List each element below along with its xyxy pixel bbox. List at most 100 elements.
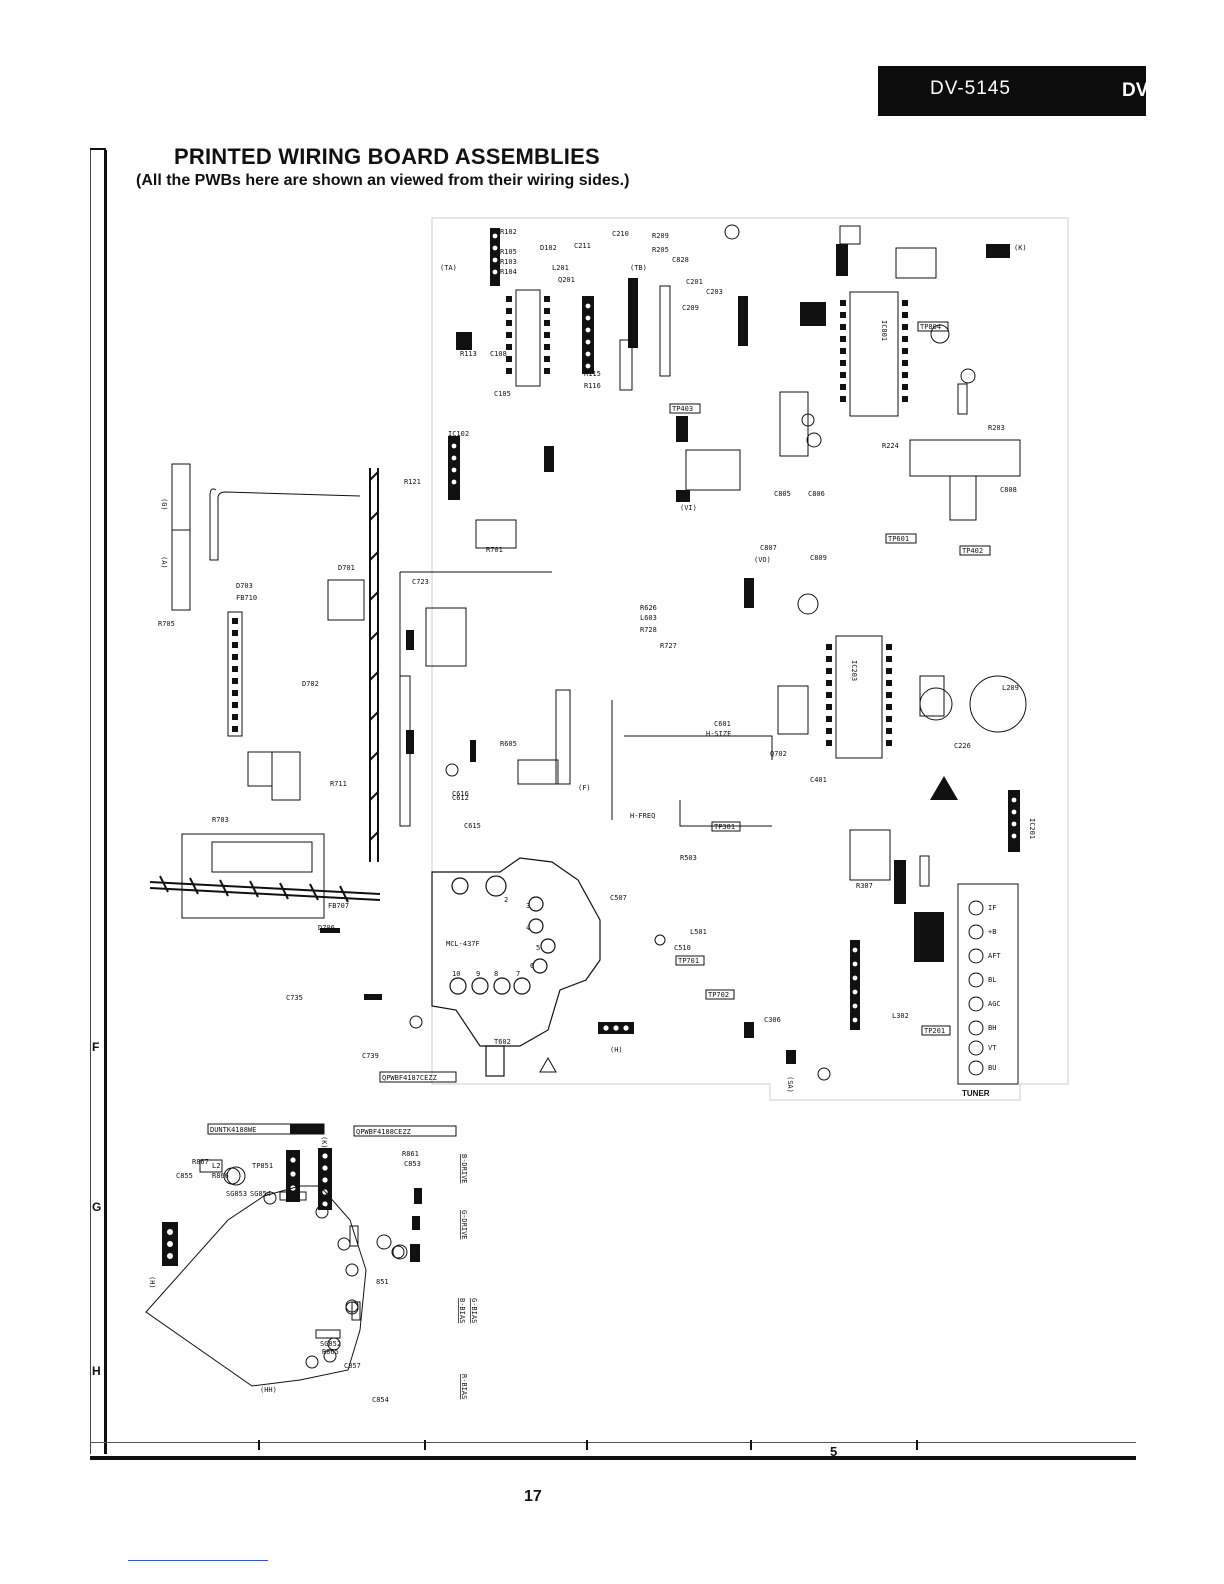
flyback-pin: 3 (526, 902, 530, 910)
left-border (104, 150, 107, 1454)
component-label: R703 (212, 816, 229, 824)
component-label: C209 (682, 304, 699, 312)
margin-letter-f: F (92, 1040, 100, 1054)
small-board-ref: C853 (404, 1160, 421, 1168)
connector-label: (K) (1014, 244, 1027, 252)
flyback-pin: 2 (504, 896, 508, 904)
ic-203 (835, 635, 883, 759)
grid-rule (90, 1442, 1136, 1443)
warning-triangle-icon (539, 1056, 557, 1073)
test-point-label: TP403 (672, 405, 693, 413)
component-label: R104 (500, 268, 517, 276)
connector-label: (TA) (440, 264, 457, 272)
component-label: C401 (810, 776, 827, 784)
bottom-rule (90, 1456, 1136, 1460)
component-label: R727 (660, 642, 677, 650)
test-point-label: TP402 (962, 547, 983, 555)
grid-number: 5 (830, 1444, 838, 1459)
margin-letter-h: H (92, 1364, 101, 1378)
ic-label: IC203 (850, 660, 858, 681)
component-label: D701 (338, 564, 355, 572)
component-label: D706 (318, 924, 335, 932)
ground-strip-diagonal (149, 875, 381, 903)
ic-801 (849, 291, 899, 417)
small-board-ref: SG852 (320, 1340, 341, 1348)
small-board-ref: R867 (192, 1158, 209, 1166)
ferrite-beads (320, 630, 476, 1000)
misc-circles (223, 324, 1027, 1363)
flyback-pin: 5 (536, 944, 540, 952)
border-corner (90, 148, 106, 150)
connector-label: (VO) (754, 556, 771, 564)
grid-tick (258, 1440, 260, 1450)
tuner-pin-label: BU (988, 1064, 996, 1072)
drive-label: G-BIAS (470, 1298, 478, 1323)
grid-tick (586, 1440, 588, 1450)
flyback-pin: 10 (452, 970, 460, 978)
component-label: FB707 (328, 902, 349, 910)
small-board-ref: L2 (212, 1162, 220, 1170)
ic-label: IC801 (880, 320, 888, 341)
small-board-connector: (H) (148, 1276, 156, 1289)
component-label: C201 (686, 278, 703, 286)
component-label: C210 (612, 230, 629, 238)
main-board-outline (431, 217, 1069, 1101)
ic-label: IC102 (448, 430, 469, 438)
small-board-ref: SG854 (250, 1190, 271, 1198)
component-label: R105 (500, 248, 517, 256)
component-label: C739 (362, 1052, 379, 1060)
deflection-connector (181, 833, 325, 919)
component-label: C828 (672, 256, 689, 264)
transistor-triangle-icon (930, 776, 958, 800)
footer-link-line (128, 1560, 268, 1561)
test-point-label: TP701 (678, 957, 699, 965)
connector-label: (G) (160, 498, 168, 511)
ic-102 (515, 289, 541, 387)
component-label: L209 (1002, 684, 1019, 692)
tuner-pin-label: +B (988, 928, 996, 936)
header-bar (878, 66, 1146, 116)
tuner-label: TUNER (962, 1089, 990, 1098)
control-label: C805 (774, 490, 791, 498)
ic-203-pins (826, 644, 892, 746)
tuner-pin-label: BH (988, 1024, 996, 1032)
page-title: PRINTED WIRING BOARD ASSEMBLIES (174, 144, 600, 169)
ic-701 (227, 611, 243, 737)
component-label: C612 (452, 794, 469, 802)
component-label: R115 (584, 370, 601, 378)
flyback-ref: T602 (494, 1038, 511, 1046)
tuner-pin-label: VT (988, 1044, 997, 1052)
component-label: C735 (286, 994, 303, 1002)
component-label: R205 (652, 246, 669, 254)
component-label: C601 (714, 720, 731, 728)
control-label: C806 (808, 490, 825, 498)
small-board-ref: 851 (376, 1278, 389, 1286)
drive-label: R-BIAS (460, 1374, 468, 1399)
component-label: D102 (540, 244, 557, 252)
component-label: C507 (610, 894, 627, 902)
small-board-ref: SG853 (226, 1190, 247, 1198)
component-label: R307 (856, 882, 873, 890)
component-label: R626 (640, 604, 657, 612)
component-label: L603 (640, 614, 657, 622)
component-label: C108 (490, 350, 507, 358)
control-label: C510 (674, 944, 691, 952)
ic-801-pins (840, 300, 908, 402)
small-board-label: DUNTK4188WE (210, 1126, 256, 1134)
control-label: C807 (760, 544, 777, 552)
component-label: C809 (810, 554, 827, 562)
component-label: R116 (584, 382, 601, 390)
ic-701-pins (232, 618, 238, 732)
test-point-label: TP201 (924, 1027, 945, 1035)
component-label: C226 (954, 742, 971, 750)
flyback-pin: 6 (530, 962, 534, 970)
component-label: R203 (988, 424, 1005, 432)
small-board-ref: C857 (344, 1362, 361, 1370)
component-label: C203 (706, 288, 723, 296)
component-label: H-FREQ (630, 812, 655, 820)
small-board-outline (145, 1159, 367, 1387)
small-board-ref: C855 (176, 1172, 193, 1180)
component-label: R113 (460, 350, 477, 358)
component-label: R701 (486, 546, 503, 554)
component-label: Q702 (770, 750, 787, 758)
